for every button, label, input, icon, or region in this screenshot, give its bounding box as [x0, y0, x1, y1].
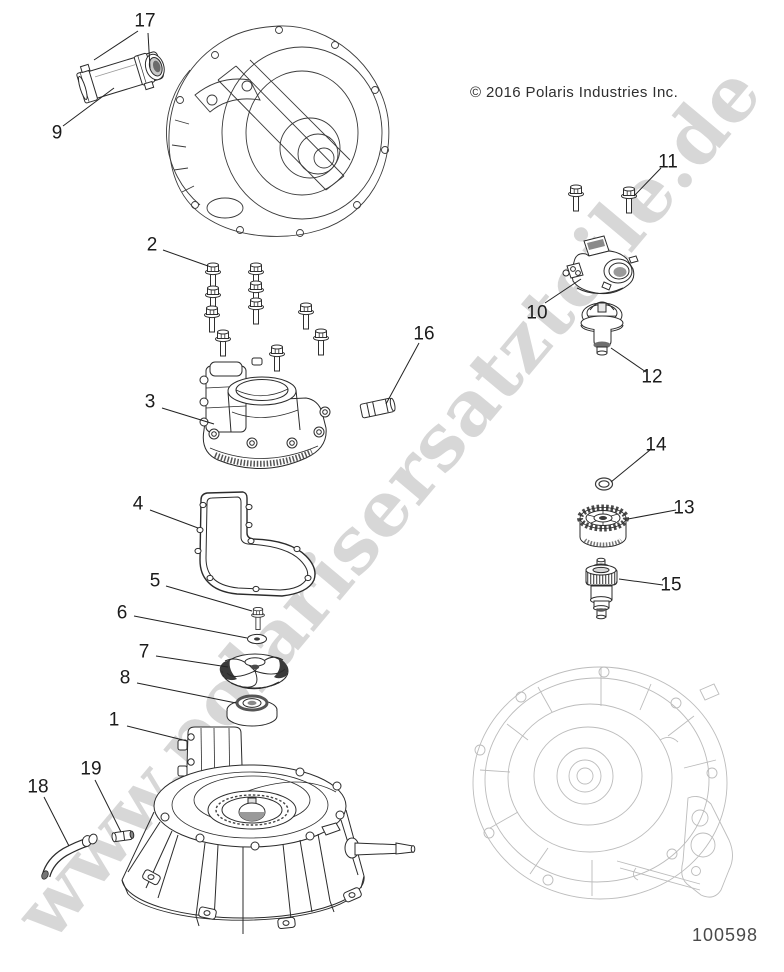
leader-line-3 — [161, 407, 215, 425]
part-4-gasket-drawing — [194, 491, 316, 597]
callout-18: 18 — [27, 776, 49, 798]
part-5-bolt-drawing — [251, 607, 265, 630]
part-9-hose-drawing — [76, 51, 165, 104]
callout-1: 1 — [108, 709, 120, 731]
part-1-cover-drawing — [121, 726, 416, 934]
part-14-oring-drawing — [594, 477, 614, 491]
part-8-seal-drawing — [226, 694, 278, 727]
leader-line-18 — [43, 796, 70, 847]
callout-17: 17 — [134, 10, 156, 32]
leader-line-4 — [149, 509, 199, 529]
part-6-washer-drawing — [247, 633, 267, 645]
leader-line-11 — [633, 167, 662, 197]
part-15-bearing-drawing — [585, 557, 618, 620]
callout-2: 2 — [146, 234, 158, 256]
callout-14: 14 — [645, 434, 667, 456]
leader-line-6 — [133, 615, 248, 639]
leader-line-13 — [627, 509, 677, 520]
part-16-fitting-drawing — [359, 397, 396, 419]
callout-4: 4 — [132, 493, 144, 515]
reference-cover-drawing — [472, 666, 733, 900]
leader-line-5 — [165, 585, 253, 612]
part-7-impeller-drawing — [219, 653, 289, 690]
leader-line-10 — [544, 278, 582, 304]
callout-3: 3 — [144, 391, 156, 413]
callout-8: 8 — [119, 667, 131, 689]
callout-19: 19 — [80, 758, 102, 780]
leader-line-19 — [94, 779, 122, 833]
leader-line-12 — [610, 347, 647, 373]
part-10-thermostat-housing-drawing — [562, 235, 639, 295]
part-3-pump-housing-drawing — [199, 357, 331, 469]
leader-line-2 — [162, 249, 209, 267]
callout-6: 6 — [116, 602, 128, 624]
leader-line-1 — [126, 725, 188, 742]
callout-7: 7 — [138, 641, 150, 663]
callout-9: 9 — [51, 122, 63, 144]
leader-line-17b — [147, 32, 151, 69]
copyright-text: © 2016 Polaris Industries Inc. — [470, 84, 679, 101]
leader-line-7 — [155, 655, 229, 668]
callout-16: 16 — [413, 323, 435, 345]
callout-13: 13 — [673, 497, 695, 519]
clutch-cover-rear-drawing — [166, 25, 390, 237]
callout-15: 15 — [660, 574, 682, 596]
leader-line-9 — [62, 87, 115, 127]
leader-lines — [43, 30, 677, 847]
leader-line-15 — [618, 578, 664, 586]
leader-line-17a — [93, 30, 139, 61]
leader-line-16 — [385, 342, 420, 405]
part-19-fitting-drawing — [111, 830, 135, 843]
leader-line-14 — [610, 449, 651, 483]
callout-10: 10 — [526, 302, 548, 324]
leader-line-8 — [136, 682, 237, 704]
part-12-thermostat-drawing — [580, 301, 624, 356]
callout-11: 11 — [658, 151, 678, 173]
callout-12: 12 — [641, 366, 663, 388]
drawing-number: 100598 — [692, 925, 759, 945]
part-11-bolts-drawing — [568, 184, 637, 214]
part-13-gear-drawing — [577, 504, 629, 548]
part-18-hose-drawing — [41, 833, 98, 880]
part-2-bolts-drawing — [204, 262, 329, 372]
callout-5: 5 — [149, 570, 161, 592]
